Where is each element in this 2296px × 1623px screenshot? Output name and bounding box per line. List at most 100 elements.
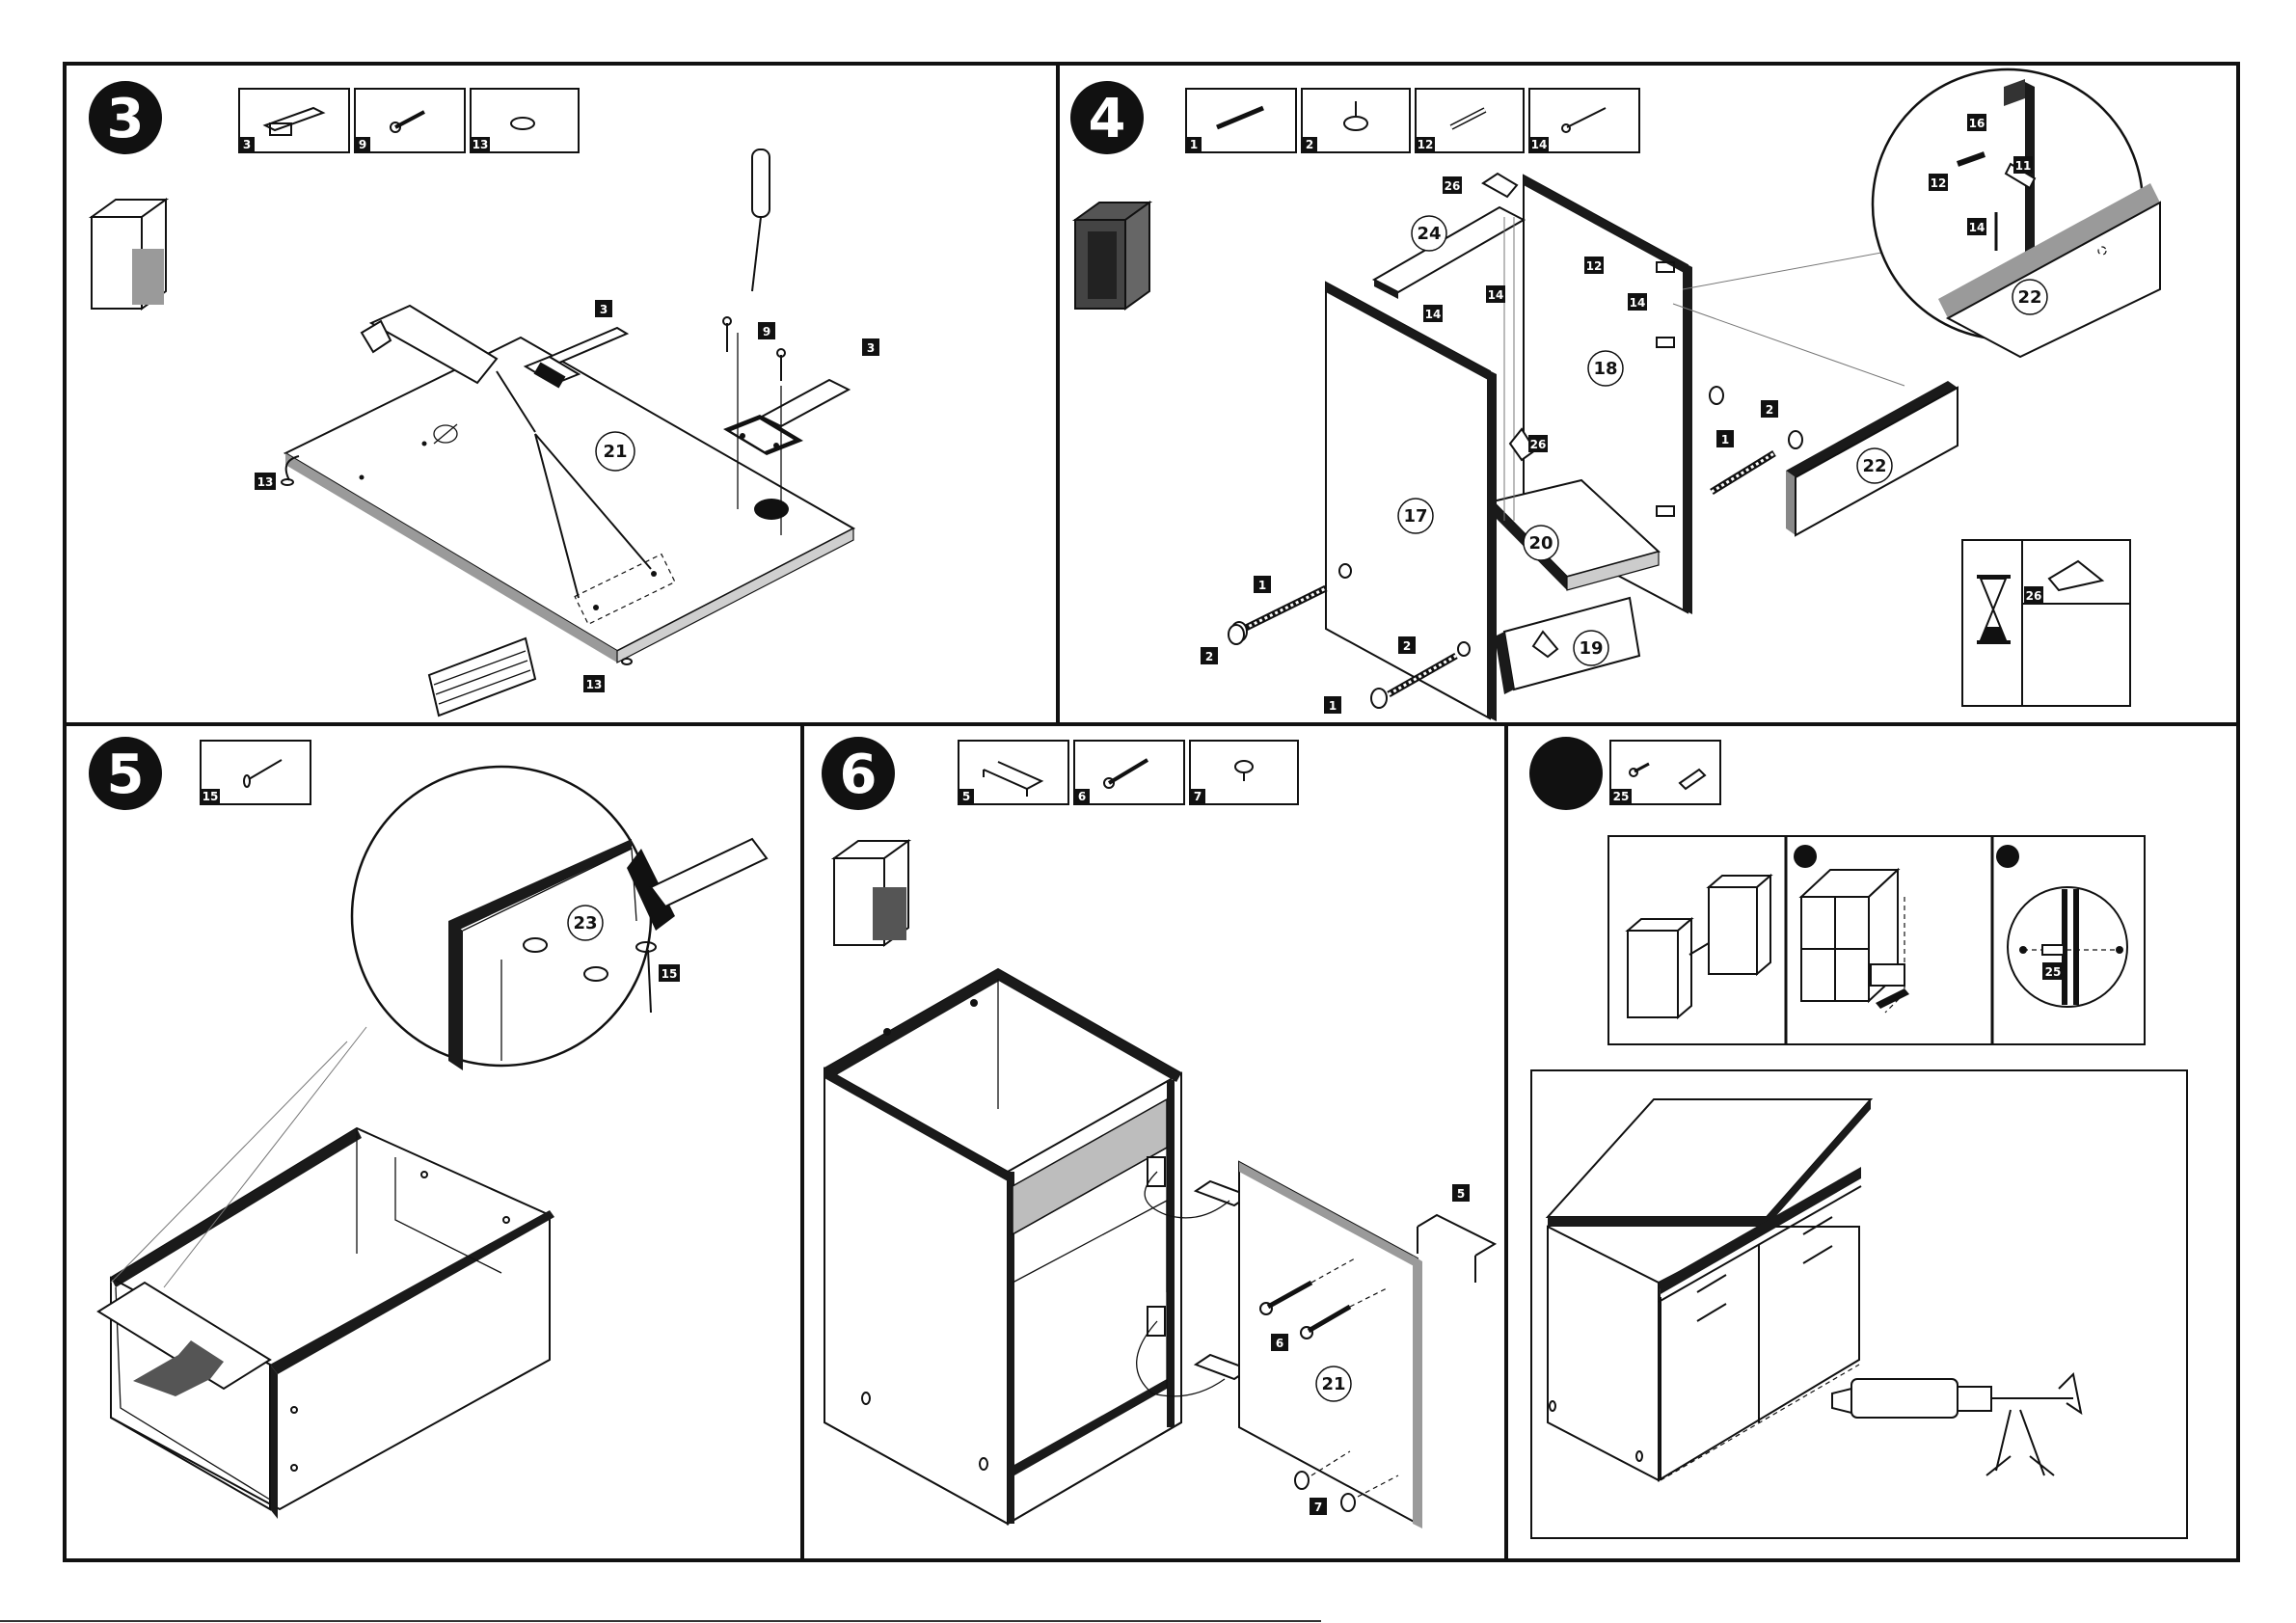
part-circle-label: 21: [603, 442, 627, 462]
hinge-icon: [265, 108, 323, 135]
callout-tag: 14: [1628, 293, 1647, 311]
finished-cabinet-diagram: [1531, 1070, 2187, 1538]
step-number-badge: 5: [89, 737, 162, 810]
parts-box: 12: [1416, 89, 1524, 152]
svg-text:2: 2: [1766, 403, 1773, 417]
callout-tag: 7: [1310, 1498, 1327, 1515]
svg-text:22: 22: [1862, 456, 1886, 476]
svg-text:23: 23: [573, 913, 597, 933]
callout-tag: 15: [659, 964, 680, 982]
detail-zoom-circle: 23 15: [352, 767, 767, 1070]
callout-tag: 11: [2013, 156, 2033, 174]
screwdriver-icon: [752, 149, 770, 291]
part-label: 3: [243, 138, 251, 151]
door-stop-icon: [1295, 1472, 1309, 1489]
dowel-icon: [1451, 110, 1485, 127]
cabinet-thumbnail: [92, 200, 166, 309]
glue-drying-legend: 26: [1962, 540, 2130, 706]
step-number: 3: [107, 88, 145, 150]
top-rail: 24: [1374, 207, 1524, 299]
svg-text:12: 12: [1931, 176, 1947, 190]
cabinet-thumbnail: [1075, 203, 1149, 309]
svg-text:6: 6: [1078, 790, 1086, 803]
step-6-panel: 6 5 6 7: [822, 737, 1495, 1528]
felt-pad-icon: [511, 118, 534, 129]
step-number: 6: [840, 744, 878, 806]
step-number-badge: 6: [822, 737, 895, 810]
svg-text:17: 17: [1403, 506, 1427, 527]
svg-text:26: 26: [1530, 438, 1547, 451]
svg-text:13: 13: [586, 678, 603, 691]
screw-icon: [1562, 108, 1606, 132]
svg-text:6: 6: [1276, 1337, 1283, 1350]
door-panel: 21: [285, 338, 853, 663]
callout-tag: 2: [1201, 647, 1218, 664]
callout-tag: 2: [1398, 636, 1416, 654]
glue-bottle-icon: [1483, 174, 1517, 197]
connector-detail: 25: [1996, 845, 2127, 1007]
connector-bolt-icon: [1630, 764, 1705, 789]
svg-text:14: 14: [1630, 296, 1646, 310]
plinth-panel: 19: [1495, 598, 1639, 694]
svg-text:21: 21: [1321, 1374, 1345, 1394]
screw-icon: [723, 317, 731, 352]
door-stop-icon: [1341, 1494, 1355, 1511]
svg-text:15: 15: [662, 967, 678, 981]
callout-tag: 9: [758, 322, 775, 339]
parts-box: 7: [1190, 741, 1298, 804]
svg-text:1: 1: [1329, 699, 1337, 713]
svg-text:14: 14: [1531, 138, 1548, 151]
callout-tag: 13: [255, 473, 276, 490]
callout-tag: 14: [1967, 218, 1986, 235]
svg-text:9: 9: [763, 325, 770, 338]
svg-text:11: 11: [2015, 159, 2032, 173]
svg-text:5: 5: [962, 790, 970, 803]
parts-box: 1: [1186, 89, 1296, 152]
screw-icon: [777, 349, 785, 381]
parts-box: 14: [1529, 89, 1639, 152]
sealant-gun-icon: [1832, 1374, 2081, 1475]
cam-lock-icon: [1229, 625, 1244, 644]
svg-text:18: 18: [1593, 359, 1617, 379]
svg-text:26: 26: [1445, 179, 1461, 193]
parts-box: 9: [355, 89, 465, 152]
wood-scrap-icon: [429, 638, 535, 716]
svg-text:14: 14: [1425, 308, 1442, 321]
parts-box: 2: [1302, 89, 1410, 152]
svg-text:20: 20: [1528, 533, 1553, 554]
detail-zoom-circle: 22 16 11 12 14: [1873, 69, 2160, 357]
svg-text:14: 14: [1488, 288, 1504, 302]
svg-text:1: 1: [1721, 433, 1729, 446]
parts-box: 25: [1610, 741, 1720, 804]
svg-text:2: 2: [1403, 639, 1411, 653]
joining-diagram: 25: [1608, 836, 2145, 1044]
callout-tag: 25: [2042, 962, 2064, 980]
step-4-panel: 4 1 2 12 14: [1070, 69, 2160, 721]
joined-cabinets: [1794, 845, 1909, 1013]
cam-lock-icon: [1344, 101, 1367, 130]
callout-tag: 1: [1324, 696, 1341, 714]
step-3-panel: 3 3 9 13: [89, 81, 879, 716]
screw-icon: [391, 112, 424, 132]
svg-text:16: 16: [1969, 117, 1985, 130]
step-5-panel: 5 15: [89, 737, 767, 1519]
svg-text:1: 1: [1190, 138, 1198, 151]
handle-icon: [1418, 1215, 1495, 1283]
drawer-front: 22: [1786, 381, 1958, 535]
step-number-badge: 4: [1070, 81, 1144, 154]
svg-text:1: 1: [1258, 579, 1266, 592]
callout-tag: 12: [1929, 174, 1948, 191]
handle-icon: [984, 762, 1041, 797]
svg-text:15: 15: [203, 790, 219, 803]
svg-text:3: 3: [600, 303, 608, 316]
cabinet-body: [824, 969, 1181, 1524]
parts-box: 15: [201, 741, 311, 804]
parts-box: 13: [471, 89, 579, 152]
callout-tag: 1: [1254, 576, 1271, 593]
hinge-icon: [723, 380, 849, 455]
svg-text:25: 25: [1613, 790, 1630, 803]
callout-tag: 13: [583, 675, 605, 692]
cabinet-pair: [1628, 876, 1770, 1017]
svg-text:19: 19: [1579, 638, 1603, 659]
callout-tag: 14: [1423, 305, 1443, 322]
